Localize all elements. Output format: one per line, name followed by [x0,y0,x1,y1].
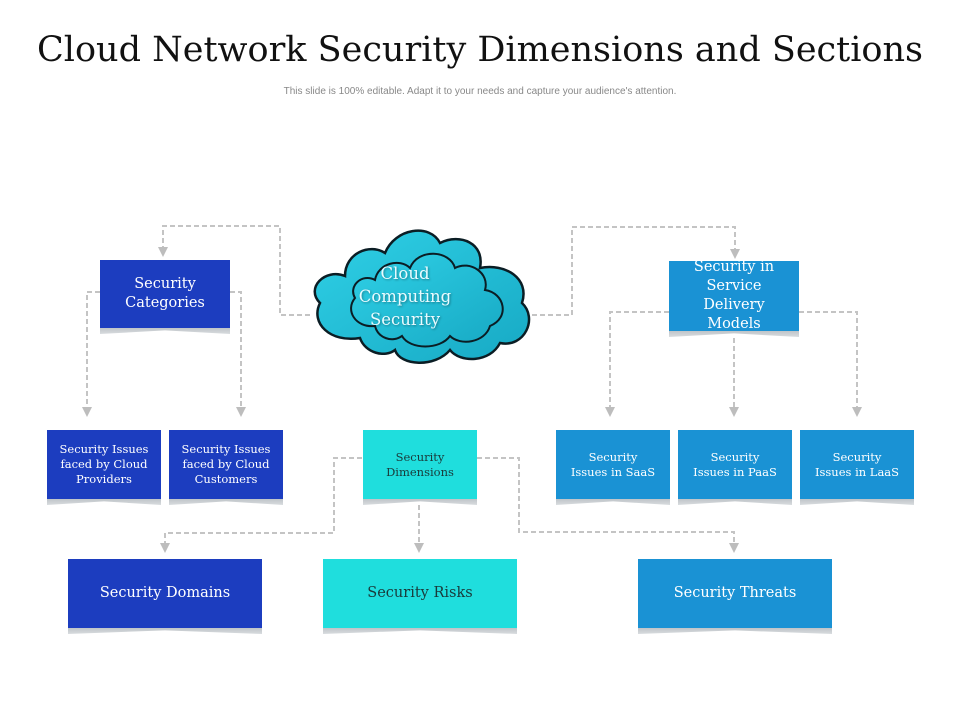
connector-dimensions-to-threats [477,457,739,553]
node-security-domains[interactable]: Security Domains [68,559,262,628]
connector-categories-to-customers [230,291,246,417]
connector-cloud-to-categories [158,225,310,316]
connector-categories-to-providers [82,291,100,417]
node-security-risks[interactable]: Security Risks [323,559,517,628]
cloud-shape [313,229,531,364]
connector-delivery-to-saas [605,311,669,417]
connector-delivery-to-laas [799,311,862,417]
connector-dimensions-to-domains [160,457,362,553]
connector-cloud-to-delivery [532,226,740,316]
node-security-threats[interactable]: Security Threats [638,559,832,628]
slide-subtitle: This slide is 100% editable. Adapt it to… [283,86,677,97]
center-node-cloud-computing-security[interactable]: Cloud Computing Security [358,264,452,330]
slide-title: Cloud Network Security Dimensions and Se… [37,30,923,70]
